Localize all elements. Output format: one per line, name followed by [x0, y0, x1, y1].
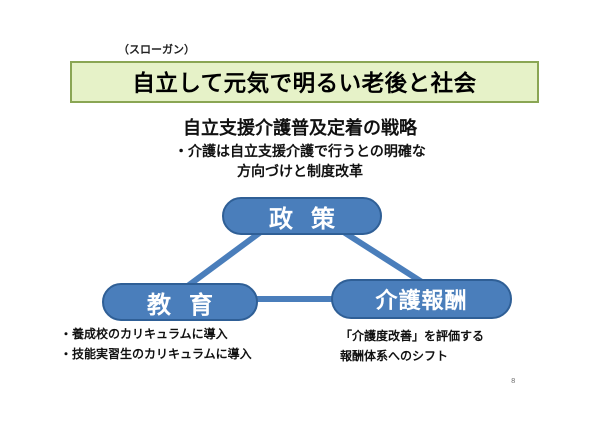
slogan-text: 自立して元気で明るい老後と社会: [132, 71, 477, 97]
page-number: 8: [511, 377, 516, 385]
strategy-line-2: 方向づけと制度改革: [237, 164, 363, 180]
education-note-2: ・技能実習生のカリキュラムに導入: [60, 347, 252, 361]
slogan-box: 自立して元気で明るい老後と社会: [70, 61, 539, 103]
node-remuneration: 介護報酬: [331, 279, 512, 319]
strategy-title: 自立支援介護普及定着の戦略: [183, 118, 417, 139]
connector-policy-remuneration: [339, 228, 428, 287]
remuneration-note-1: 「介護度改善」を評価する: [340, 329, 485, 343]
strategy-line-1: ・介護は自立支援介護で行うとの明確な: [174, 144, 426, 160]
node-policy: 政策: [222, 197, 382, 235]
node-education: 教育: [102, 283, 258, 321]
remuneration-note-2: 報酬体系へのシフト: [340, 349, 449, 363]
connector-policy-education: [182, 228, 265, 291]
slogan-label: （スローガン）: [118, 43, 195, 56]
education-note-1: ・養成校のカリキュラムに導入: [60, 327, 228, 341]
